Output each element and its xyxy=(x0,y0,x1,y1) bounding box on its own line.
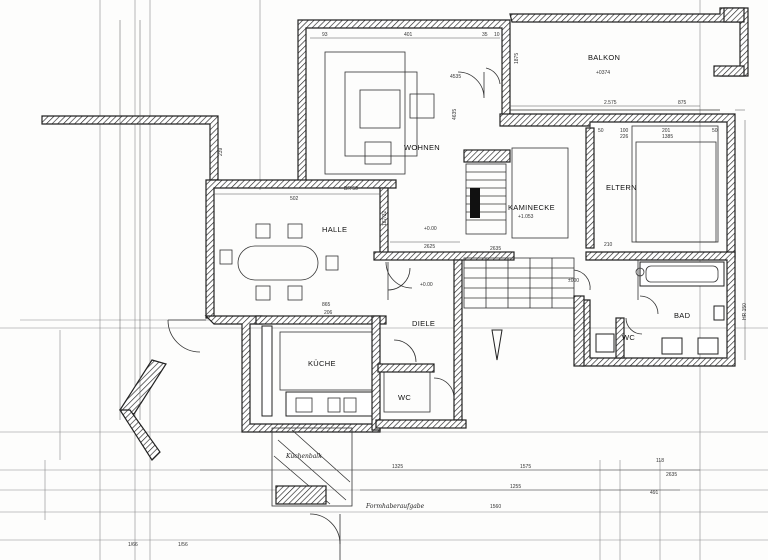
wall-east-hall xyxy=(573,295,585,367)
dim-1385: 1385 xyxy=(662,134,673,140)
level-kaminecke: +1.053 xyxy=(518,214,534,220)
dim-1255: 1255 xyxy=(510,484,521,490)
note-kuechenbalk: Küchenbalk xyxy=(285,453,322,460)
dim-226: 226 xyxy=(620,134,629,140)
entrance xyxy=(118,319,341,560)
dim-502: 502 xyxy=(290,196,299,202)
label-wc-right: WC xyxy=(622,333,635,342)
dimension-lines xyxy=(119,20,746,491)
level-balkon: +0374 xyxy=(596,70,610,76)
label-bad: BAD xyxy=(674,311,691,320)
staircase xyxy=(463,257,591,361)
room-eltern xyxy=(499,113,736,259)
dim-1325: 1325 xyxy=(392,464,403,470)
dim-1575: 1575 xyxy=(520,464,531,470)
level-diele: +0.00 xyxy=(420,282,433,288)
room-bad xyxy=(581,251,736,367)
label-diele: DIELE xyxy=(412,319,435,328)
dim-1875: 1875 xyxy=(514,53,520,64)
dim-100: 100 xyxy=(620,128,629,134)
label-eltern: ELTERN xyxy=(606,183,637,192)
note-formhaberaufgabe: Formhaberaufgabe xyxy=(365,503,425,510)
dim-50a: 50 xyxy=(598,128,604,134)
dim-491: 491 xyxy=(650,490,659,496)
label-kaminecke: KAMINECKE xyxy=(508,203,555,212)
dim-50b: 50 xyxy=(712,128,718,134)
dim-10: 10 xyxy=(494,32,500,38)
dim-br50: BR 50 xyxy=(344,186,358,192)
dim-18732: 187/32 xyxy=(382,210,388,226)
dim-239: 239 xyxy=(218,147,224,156)
dim-210: 210 xyxy=(604,242,613,248)
dim-4635: 4635 xyxy=(452,109,458,120)
label-balkon: BALKON xyxy=(588,53,620,62)
dim-201: 201 xyxy=(662,128,671,134)
room-halle xyxy=(205,179,515,319)
scale-right: 1/56 xyxy=(178,542,188,548)
planter-bed xyxy=(271,427,353,507)
room-kaminecke xyxy=(463,147,569,239)
dim-118: 118 xyxy=(656,458,664,464)
label-wohnen: WOHNEN xyxy=(404,143,440,152)
label-kueche: KÜCHE xyxy=(308,359,336,368)
dim-865: 865 xyxy=(322,302,331,308)
room-balkon xyxy=(509,7,749,111)
dim-875: 875 xyxy=(678,100,687,106)
terrace-wall xyxy=(41,115,219,181)
dim-4535: 4535 xyxy=(450,74,461,80)
dim-1560: 1560 xyxy=(490,504,501,510)
level-halle: +0.00 xyxy=(424,226,437,232)
dim-2575: 2.575 xyxy=(604,100,617,106)
dim-hr150: HR 150 xyxy=(742,303,748,320)
dim-000: ±000 xyxy=(568,278,579,284)
dim-93: 93 xyxy=(322,32,328,38)
label-halle: HALLE xyxy=(322,225,347,234)
room-diele xyxy=(371,259,467,431)
dim-2635b: 2635 xyxy=(666,472,677,478)
scale-left: 1/66 xyxy=(128,542,138,548)
room-kueche xyxy=(204,315,387,433)
dim-2635: 2635 xyxy=(490,246,501,252)
dim-35: 35 xyxy=(482,32,488,38)
dim-2625: 2625 xyxy=(424,244,435,250)
dim-401: 401 xyxy=(404,32,413,38)
label-wc-left: WC xyxy=(398,393,411,402)
dim-206: 206 xyxy=(324,310,333,316)
